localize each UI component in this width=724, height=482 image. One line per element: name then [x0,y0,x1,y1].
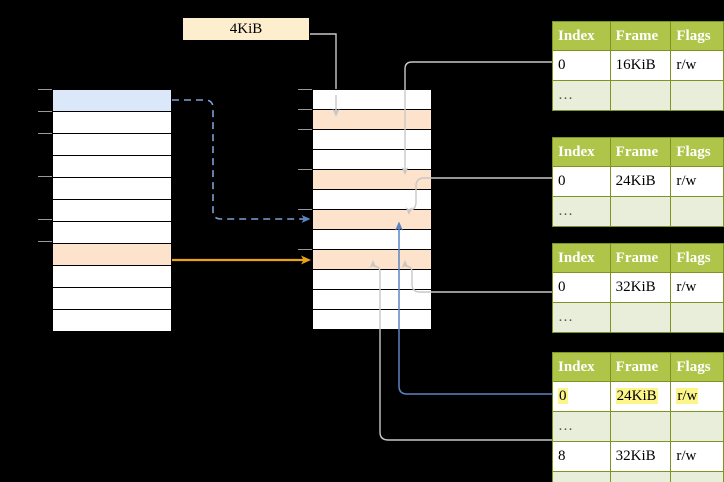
table-cell: … [552,471,611,482]
tick-mark [298,169,312,170]
table-cell [670,302,724,333]
table-cell: r/w [670,50,724,81]
memory-row [312,229,432,250]
table-cell: 0 [552,381,611,412]
column-header-index: Index [552,243,611,273]
table-cell [609,80,672,111]
memory-row [312,269,432,290]
memory-row [52,309,172,332]
table-cell: 0 [552,166,611,197]
memory-row [52,287,172,310]
table-cell: 24KiB [609,381,672,412]
memory-row [52,265,172,288]
table-cell: r/w [670,166,724,197]
table-cell: 32KiB [609,272,672,303]
table-cell: … [552,80,611,111]
table-cell: 32KiB [609,441,672,472]
column-header-flags: Flags [670,352,724,382]
tick-mark [38,111,52,112]
memory-row [312,209,432,230]
memory-row [52,155,172,178]
tick-mark [38,241,52,242]
tick-mark [38,89,52,90]
table-cell [670,411,724,442]
table-cell [609,411,672,442]
column-header-frame: Frame [609,137,672,167]
memory-row [52,89,172,112]
memory-row [52,243,172,266]
table-cell: r/w [670,381,724,412]
memory-row [312,89,432,110]
table-cell [609,196,672,227]
tick-mark [298,129,312,130]
table-row[interactable]: … [552,411,724,442]
tick-mark [38,219,52,220]
memory-row [52,199,172,222]
memory-row [52,111,172,134]
column-header-index: Index [552,352,611,382]
column-header-frame: Frame [609,21,672,51]
physical-memory-column [312,89,432,330]
table-cell: 24KiB [609,166,672,197]
tick-mark [298,109,312,110]
table-cell [670,80,724,111]
column-header-frame: Frame [609,243,672,273]
table-cell: 0 [552,272,611,303]
memory-row [312,149,432,170]
table-cell: 8 [552,441,611,472]
table-cell: … [552,196,611,227]
table-row[interactable]: … [552,471,724,482]
memory-row [52,177,172,200]
column-header-flags: Flags [670,137,724,167]
page-size-label: 4KiB [183,18,309,40]
table-cell [670,471,724,482]
column-header-flags: Flags [670,243,724,273]
tick-mark [298,209,312,210]
memory-row [312,129,432,150]
virtual-to-physical-dashed-arrow [172,99,311,223]
memory-row [312,289,432,310]
column-header-flags: Flags [670,21,724,51]
table-cell: r/w [670,272,724,303]
virtual-address-space-column [52,89,172,332]
table-cell [609,471,672,482]
table-cell: … [552,302,611,333]
memory-row [312,189,432,210]
table-cell [609,302,672,333]
memory-row [312,169,432,190]
column-header-index: Index [552,137,611,167]
tick-mark [298,249,312,250]
table-row[interactable]: … [552,196,724,227]
column-header-index: Index [552,21,611,51]
column-header-frame: Frame [609,352,672,382]
tick-mark [38,133,52,134]
table-cell: 0 [552,50,611,81]
memory-row [52,221,172,244]
memory-row [312,249,432,270]
table-cell: r/w [670,441,724,472]
table-row[interactable]: … [552,302,724,333]
tick-mark [38,176,52,177]
memory-row [52,133,172,156]
table-cell: … [552,411,611,442]
table-row[interactable]: … [552,80,724,111]
memory-row [312,309,432,330]
memory-row [312,109,432,130]
table-cell [670,196,724,227]
tick-mark [298,89,312,90]
table-cell: 16KiB [609,50,672,81]
